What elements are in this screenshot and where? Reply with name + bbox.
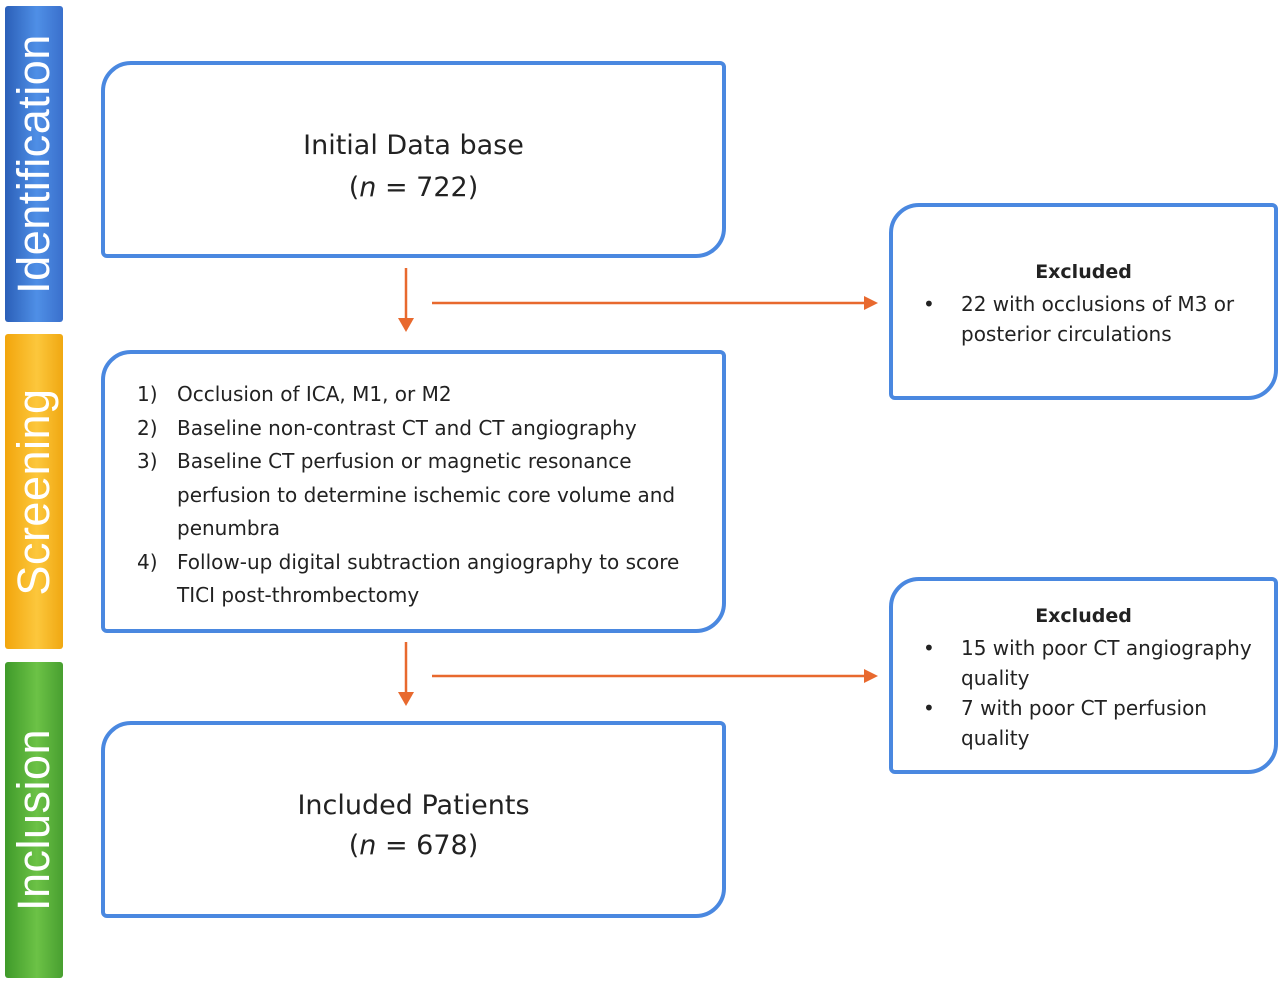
criteria-list: 1) Occlusion of ICA, M1, or M2 2) Baseli… bbox=[137, 378, 707, 613]
excluded-title: Excluded bbox=[1035, 261, 1132, 283]
included-count-value: = 678 bbox=[376, 830, 468, 861]
n-symbol: n bbox=[359, 172, 377, 203]
bullet: • bbox=[923, 696, 935, 720]
bullet: • bbox=[923, 636, 935, 660]
down-arrowhead-1 bbox=[398, 318, 414, 332]
stage-bar-screening: Screening bbox=[5, 334, 63, 649]
screening-criteria-box: 1) Occlusion of ICA, M1, or M2 2) Baseli… bbox=[101, 350, 726, 633]
criterion-text: Baseline CT perfusion or magnetic resona… bbox=[177, 449, 676, 540]
included-patients-title: Included Patients bbox=[297, 790, 530, 821]
criterion-item: 3) Baseline CT perfusion or magnetic res… bbox=[137, 445, 707, 546]
excluded-item: • 15 with poor CT angiography quality bbox=[923, 633, 1263, 693]
excluded-item: • 22 with occlusions of M3 or posterior … bbox=[923, 289, 1263, 349]
right-arrowhead-2 bbox=[864, 669, 878, 683]
criterion-item: 1) Occlusion of ICA, M1, or M2 bbox=[137, 378, 707, 412]
initial-database-title: Initial Data base bbox=[303, 130, 524, 161]
bullet: • bbox=[923, 292, 935, 316]
included-patients-count: (n = 678) bbox=[348, 830, 479, 861]
excluded-list: • 22 with occlusions of M3 or posterior … bbox=[923, 289, 1263, 349]
excluded-box-2: Excluded • 15 with poor CT angiography q… bbox=[889, 577, 1278, 774]
criterion-number: 2) bbox=[137, 415, 158, 440]
initial-count-value: = 722 bbox=[376, 172, 468, 203]
excluded-item-text: 15 with poor CT angiography quality bbox=[961, 636, 1252, 690]
criterion-text: Follow-up digital subtraction angiograph… bbox=[177, 549, 680, 608]
stage-bar-inclusion: Inclusion bbox=[5, 662, 63, 978]
excluded-list: • 15 with poor CT angiography quality • … bbox=[923, 633, 1263, 753]
stage-bar-identification: Identification bbox=[5, 6, 63, 322]
criterion-item: 4) Follow-up digital subtraction angiogr… bbox=[137, 546, 707, 613]
criterion-item: 2) Baseline non-contrast CT and CT angio… bbox=[137, 412, 707, 446]
n-symbol: n bbox=[359, 830, 377, 861]
down-arrowhead-2 bbox=[398, 692, 414, 706]
criterion-text: Baseline non-contrast CT and CT angiogra… bbox=[177, 415, 637, 440]
excluded-item: • 7 with poor CT perfusion quality bbox=[923, 693, 1263, 753]
excluded-item-text: 22 with occlusions of M3 or posterior ci… bbox=[961, 292, 1235, 346]
criterion-text: Occlusion of ICA, M1, or M2 bbox=[177, 382, 452, 406]
excluded-box-1: Excluded • 22 with occlusions of M3 or p… bbox=[889, 203, 1278, 400]
excluded-item-text: 7 with poor CT perfusion quality bbox=[961, 696, 1207, 750]
criterion-number: 1) bbox=[137, 382, 158, 406]
included-patients-box: Included Patients (n = 678) bbox=[101, 721, 726, 918]
initial-database-box: Initial Data base (n = 722) bbox=[101, 61, 726, 258]
criterion-number: 3) bbox=[137, 449, 158, 473]
criterion-number: 4) bbox=[137, 549, 158, 574]
excluded-title: Excluded bbox=[1035, 605, 1132, 627]
right-arrowhead-1 bbox=[864, 296, 878, 310]
initial-database-count: (n = 722) bbox=[348, 172, 479, 203]
